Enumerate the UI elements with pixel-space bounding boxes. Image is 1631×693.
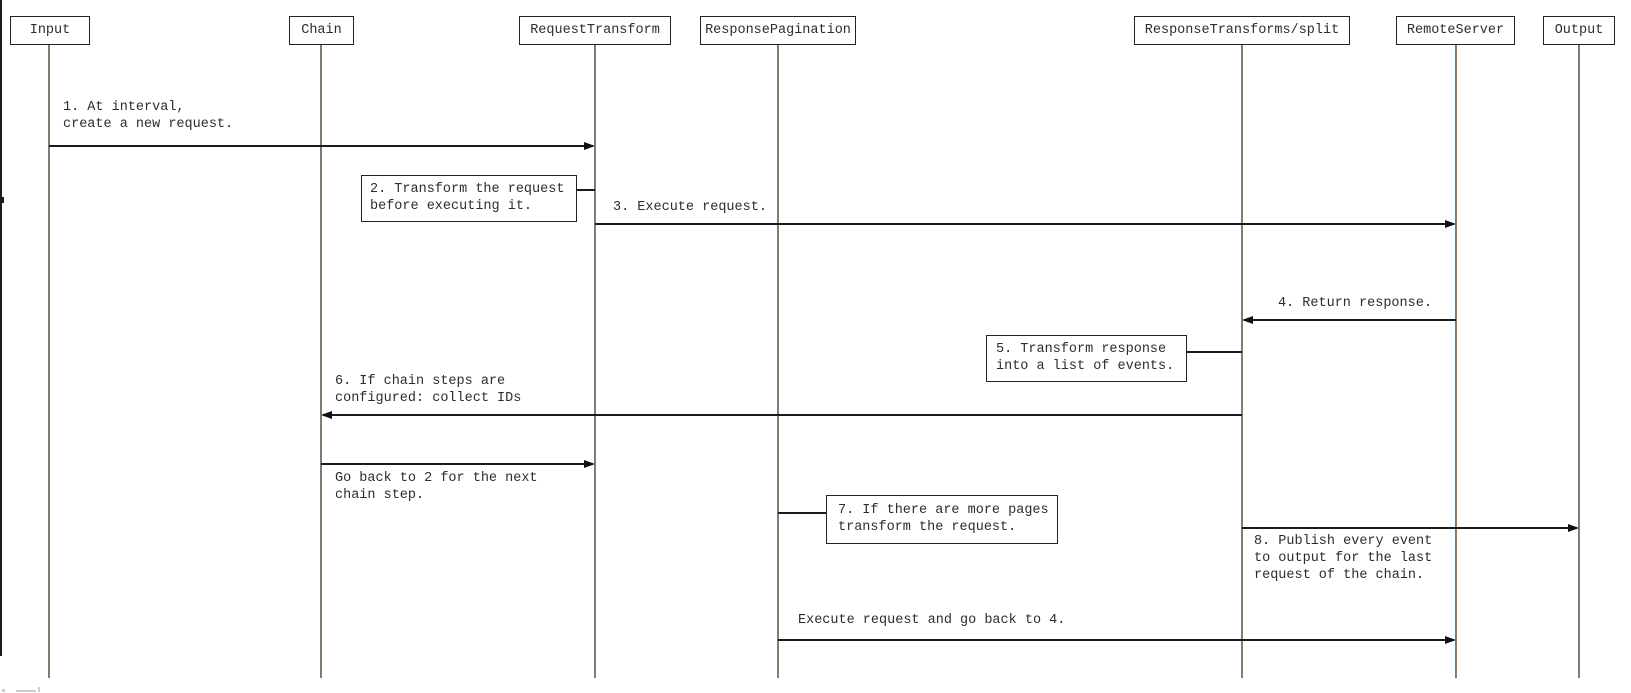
message-4-return-response-label: 4. Return response. [1278, 295, 1432, 312]
message-go-back-to-2-label-line: Go back to 2 for the next [335, 471, 538, 486]
message-6-collect-ids-label: 6. If chain steps are configured: collect… [335, 373, 521, 407]
message-8-publish-events-label: 8. Publish every event to output for the … [1254, 533, 1432, 584]
window-edge-line [0, 0, 2, 656]
note-2-transform-request-label-line: before executing it. [370, 199, 533, 214]
lifeline-response-transforms-split [1241, 45, 1243, 678]
actor-input: Input [10, 16, 90, 45]
actor-response-transforms-split: ResponseTransforms/split [1134, 16, 1350, 45]
screen-artifact [2, 689, 5, 692]
message-4-return-response-arrowhead-icon [1242, 316, 1253, 324]
note-2-transform-request-connector [577, 189, 595, 191]
message-6-collect-ids-label-line: 6. If chain steps are [335, 374, 506, 389]
message-1-at-interval-label-line: create a new request. [63, 117, 234, 132]
lifeline-remote-server [1455, 45, 1457, 678]
note-5-transform-response-box [986, 335, 1187, 382]
message-8-publish-events-label-line: request of the chain. [1254, 568, 1425, 583]
message-8-publish-events-label-line: 8. Publish every event [1254, 534, 1433, 549]
message-execute-go-back-4-label-line: Execute request and go back to 4. [798, 613, 1066, 628]
note-2-transform-request-label-line: 2. Transform the request [370, 182, 565, 197]
message-8-publish-events-line [1242, 527, 1577, 529]
message-4-return-response-line [1244, 319, 1456, 321]
lifeline-response-pagination [777, 45, 779, 678]
message-1-at-interval-line [49, 145, 593, 147]
lifeline-input [48, 45, 50, 678]
actor-remote-server: RemoteServer [1396, 16, 1515, 45]
message-execute-go-back-4-label: Execute request and go back to 4. [798, 612, 1065, 629]
message-1-at-interval-arrowhead-icon [584, 142, 595, 150]
note-7-more-pages-box [826, 495, 1058, 544]
message-8-publish-events-label-line: to output for the last [1254, 551, 1433, 566]
message-execute-go-back-4-arrowhead-icon [1445, 636, 1456, 644]
message-3-execute-request-label: 3. Execute request. [613, 199, 767, 216]
message-6-collect-ids-line [323, 414, 1242, 416]
note-2-transform-request-box [361, 175, 577, 222]
message-8-publish-events-arrowhead-icon [1568, 524, 1579, 532]
message-3-execute-request-arrowhead-icon [1445, 220, 1456, 228]
note-5-transform-response-label-line: 5. Transform response [996, 342, 1167, 357]
note-2-transform-request-label: 2. Transform the request before executing… [370, 181, 564, 215]
note-7-more-pages-connector [778, 512, 826, 514]
message-go-back-to-2-line [321, 463, 593, 465]
screen-artifact [38, 687, 40, 692]
lifeline-output [1578, 45, 1580, 678]
message-1-at-interval-label: 1. At interval, create a new request. [63, 99, 233, 133]
lifeline-chain [320, 45, 322, 678]
message-1-at-interval-label-line: 1. At interval, [63, 100, 185, 115]
lifeline-request-transform [594, 45, 596, 678]
note-5-transform-response-label-line: into a list of events. [996, 359, 1175, 374]
note-7-more-pages-label: 7. If there are more pages transform the … [838, 502, 1049, 536]
screen-artifact [16, 690, 36, 692]
message-go-back-to-2-label: Go back to 2 for the next chain step. [335, 470, 538, 504]
message-go-back-to-2-label-line: chain step. [335, 488, 425, 503]
message-6-collect-ids-label-line: configured: collect IDs [335, 391, 522, 406]
message-go-back-to-2-arrowhead-icon [584, 460, 595, 468]
note-7-more-pages-label-line: 7. If there are more pages [838, 503, 1049, 518]
message-6-collect-ids-arrowhead-icon [321, 411, 332, 419]
note-5-transform-response-label: 5. Transform response into a list of even… [996, 341, 1174, 375]
message-4-return-response-label-line: 4. Return response. [1278, 296, 1432, 311]
message-execute-go-back-4-line [778, 639, 1454, 641]
message-3-execute-request-label-line: 3. Execute request. [613, 200, 767, 215]
message-3-execute-request-line [595, 223, 1454, 225]
window-edge-notch [0, 197, 4, 203]
actor-response-pagination: ResponsePagination [700, 16, 856, 45]
actor-chain: Chain [289, 16, 354, 45]
actor-request-transform: RequestTransform [519, 16, 671, 45]
actor-output: Output [1543, 16, 1615, 45]
note-7-more-pages-label-line: transform the request. [838, 520, 1017, 535]
note-5-transform-response-connector [1187, 351, 1242, 353]
